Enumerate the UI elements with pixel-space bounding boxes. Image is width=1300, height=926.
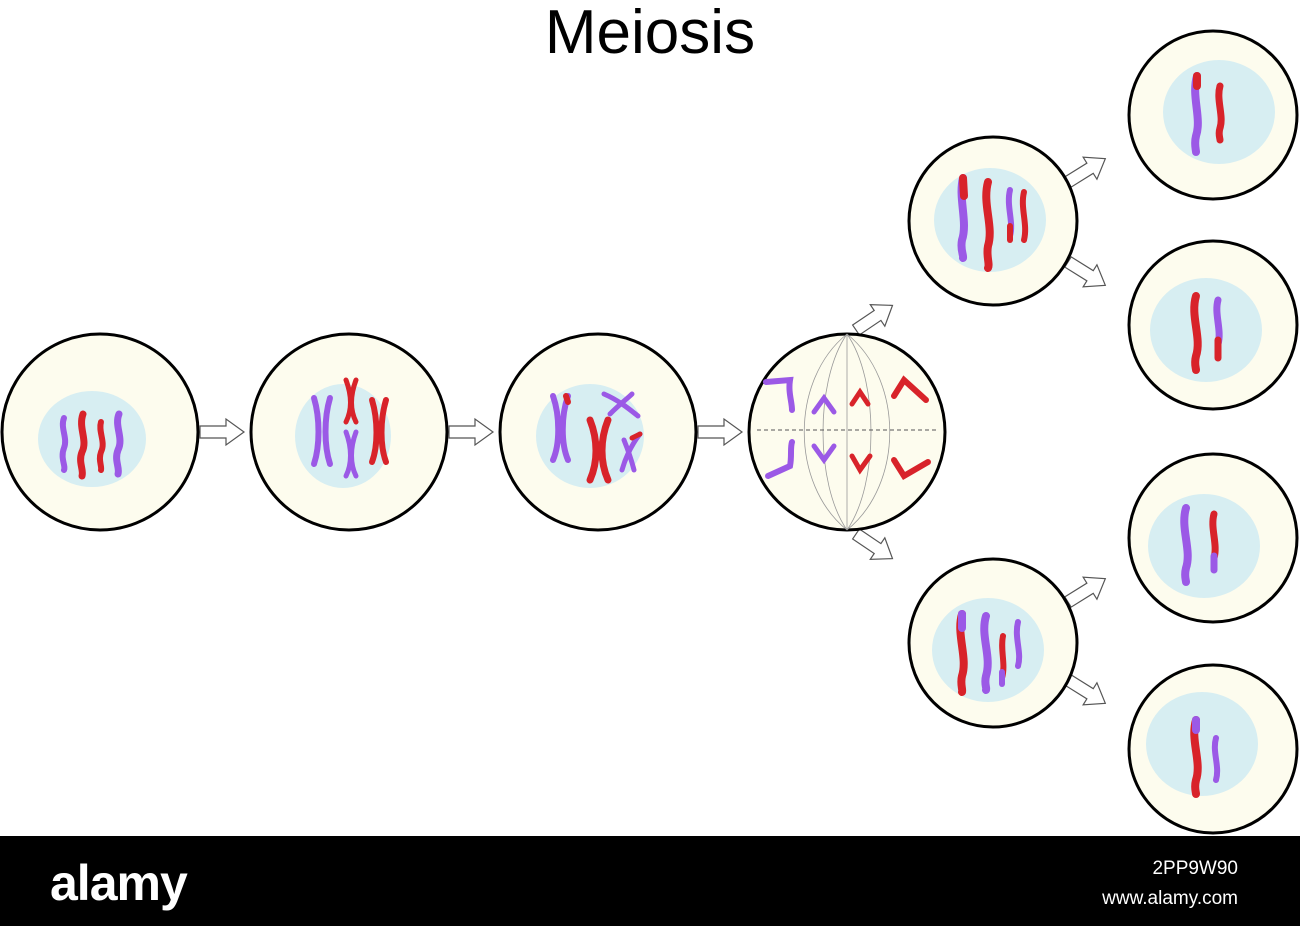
chromosome <box>1209 510 1219 562</box>
meiosis-diagram <box>0 29 1299 835</box>
cell-prophase-i <box>249 332 449 532</box>
chromosome <box>77 410 88 480</box>
chromosome <box>849 387 871 407</box>
chromosome <box>765 439 795 479</box>
cell-anaphase-i <box>747 332 947 532</box>
chromosome <box>980 612 992 694</box>
chromosome <box>1190 716 1202 798</box>
chromosome <box>1013 619 1023 669</box>
spindle-fibers <box>803 333 891 531</box>
cell-interphase <box>0 332 200 532</box>
chromosome <box>1190 292 1202 374</box>
cell-gamete-3 <box>1127 452 1299 624</box>
chromosome <box>982 178 994 272</box>
chromosome <box>1215 82 1225 144</box>
arrow-2 <box>448 418 494 446</box>
chromosome <box>1019 189 1029 243</box>
chromosome <box>1191 72 1202 156</box>
chromosome <box>763 376 795 413</box>
chromosome <box>891 375 929 403</box>
chromosome-x <box>343 377 359 425</box>
cell-daughter-2 <box>907 557 1079 729</box>
chromosome <box>113 410 124 478</box>
chromosome-x <box>343 429 359 479</box>
chromosome <box>891 457 931 481</box>
chromosome <box>849 453 873 475</box>
chromosome <box>59 415 69 473</box>
chromosome <box>811 393 837 415</box>
chromosome-x <box>311 395 333 467</box>
footer-logo: alamy <box>50 855 188 911</box>
cell-daughter-1 <box>907 135 1079 307</box>
footer-bar: alamy 2PP9W90 www.alamy.com <box>0 836 1300 926</box>
cell-gamete-1 <box>1127 29 1299 201</box>
arrow-3 <box>697 418 743 446</box>
cell-gamete-4 <box>1127 663 1299 835</box>
chromosome-x <box>601 391 641 419</box>
arrow-1 <box>199 418 245 446</box>
footer-image-id: 2PP9W90 <box>1152 858 1238 879</box>
footer-url: www.alamy.com <box>1102 888 1238 909</box>
chromosome <box>1180 504 1192 586</box>
chromosome <box>811 443 837 465</box>
chromosome <box>96 419 106 473</box>
chromosome <box>1211 735 1221 783</box>
chromosome-x <box>369 397 389 465</box>
cell-gamete-2 <box>1127 239 1299 411</box>
page-title: Meiosis <box>544 0 756 67</box>
chromosome-x <box>586 416 612 484</box>
cell-crossing-over <box>498 332 698 532</box>
